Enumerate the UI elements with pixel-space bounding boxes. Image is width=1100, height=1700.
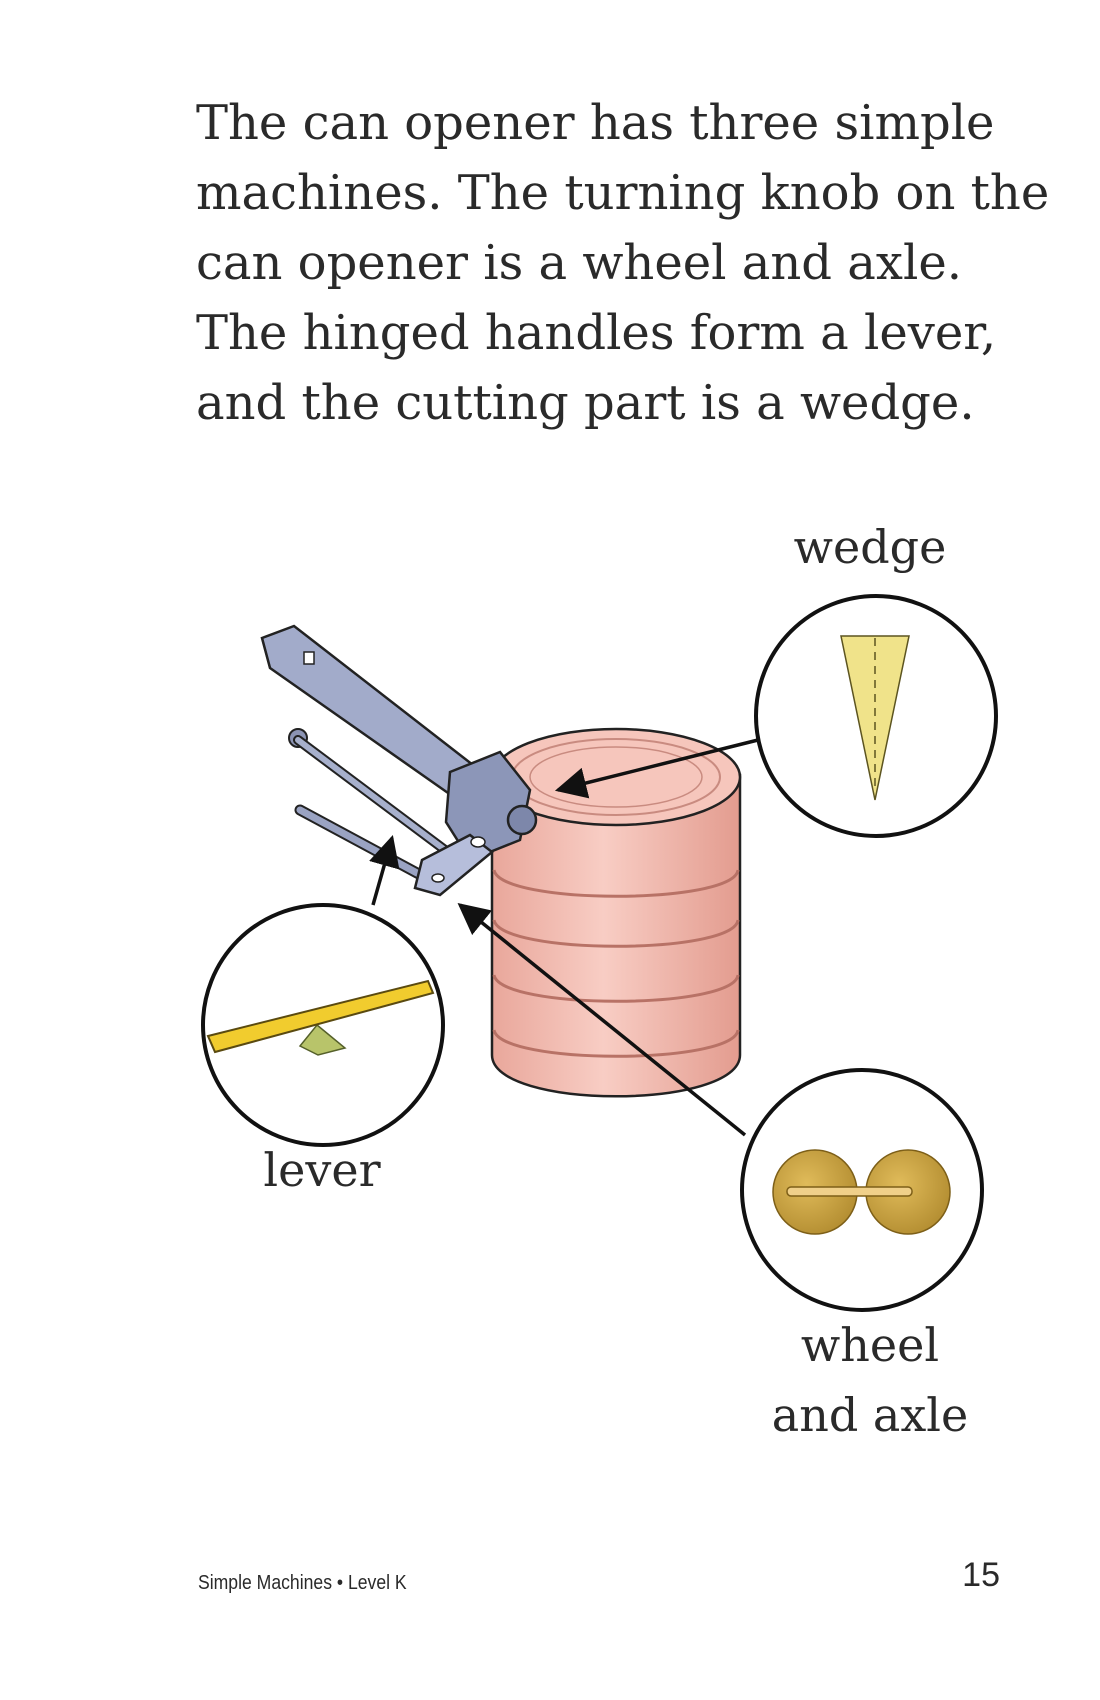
wheel-pointer-arrow: [457, 903, 747, 1137]
body-line: machines. The turning knob on the: [196, 165, 1050, 221]
wheel-and-axle-icon: [772, 1149, 951, 1235]
can-opener-image: [260, 624, 538, 897]
wheel-label-line2: and axle: [771, 1388, 969, 1442]
body-line: The can opener has three simple: [196, 95, 995, 151]
lever-label: lever: [263, 1143, 381, 1197]
wheel-callout: [457, 903, 984, 1312]
body-line: The hinged handles form a lever,: [196, 305, 997, 361]
wedge-callout: [554, 594, 998, 838]
body-paragraph: The can opener has three simple machines…: [196, 88, 1050, 438]
wedge-label: wedge: [793, 520, 947, 574]
page-number: 15: [962, 1556, 1000, 1594]
can-image: [490, 727, 742, 1098]
wedge-icon: [840, 635, 910, 801]
lever-callout: [201, 834, 445, 1147]
body-line: can opener is a wheel and axle.: [196, 235, 962, 291]
lever-icon: [206, 979, 435, 1056]
footer-book-title: Simple Machines • Level K: [198, 1572, 407, 1594]
wheel-label-line1: wheel: [800, 1318, 940, 1372]
lever-pointer-arrow: [369, 834, 400, 906]
wedge-pointer-arrow: [554, 738, 759, 799]
body-line: and the cutting part is a wedge.: [196, 375, 975, 431]
lever-circle: [201, 903, 445, 1147]
